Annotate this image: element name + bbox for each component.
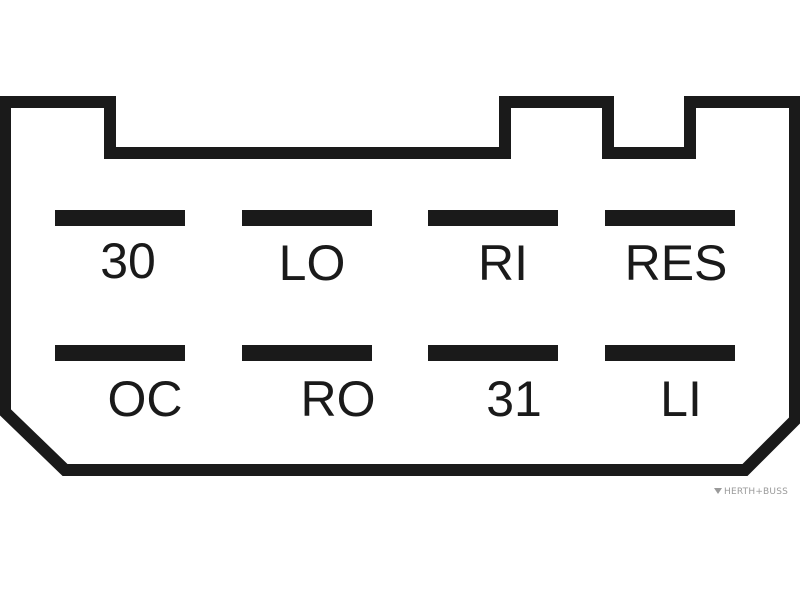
connector-housing-outline xyxy=(0,96,800,476)
pin-bar-top-1 xyxy=(55,210,185,226)
pin-label-bottom-3: 31 xyxy=(486,371,542,427)
pin-bar-bottom-3 xyxy=(428,345,558,361)
pin-label-top-2: LO xyxy=(279,235,346,291)
pin-bar-bottom-1 xyxy=(55,345,185,361)
watermark-text: HERTH+BUSS xyxy=(724,487,788,497)
pin-bar-top-3 xyxy=(428,210,558,226)
pin-label-top-3: RI xyxy=(478,235,528,291)
herth-buss-logo-icon xyxy=(714,488,722,494)
pin-bar-top-2 xyxy=(242,210,372,226)
pin-label-bottom-2: RO xyxy=(301,371,376,427)
pin-bar-bottom-2 xyxy=(242,345,372,361)
pin-label-bottom-4: LI xyxy=(660,371,702,427)
pin-label-top-1: 30 xyxy=(100,233,156,289)
watermark: HERTH+BUSS xyxy=(714,487,788,497)
pin-bar-bottom-4 xyxy=(605,345,735,361)
pin-label-bottom-1: OC xyxy=(108,371,183,427)
pin-bar-top-4 xyxy=(605,210,735,226)
pin-label-top-4: RES xyxy=(625,235,728,291)
